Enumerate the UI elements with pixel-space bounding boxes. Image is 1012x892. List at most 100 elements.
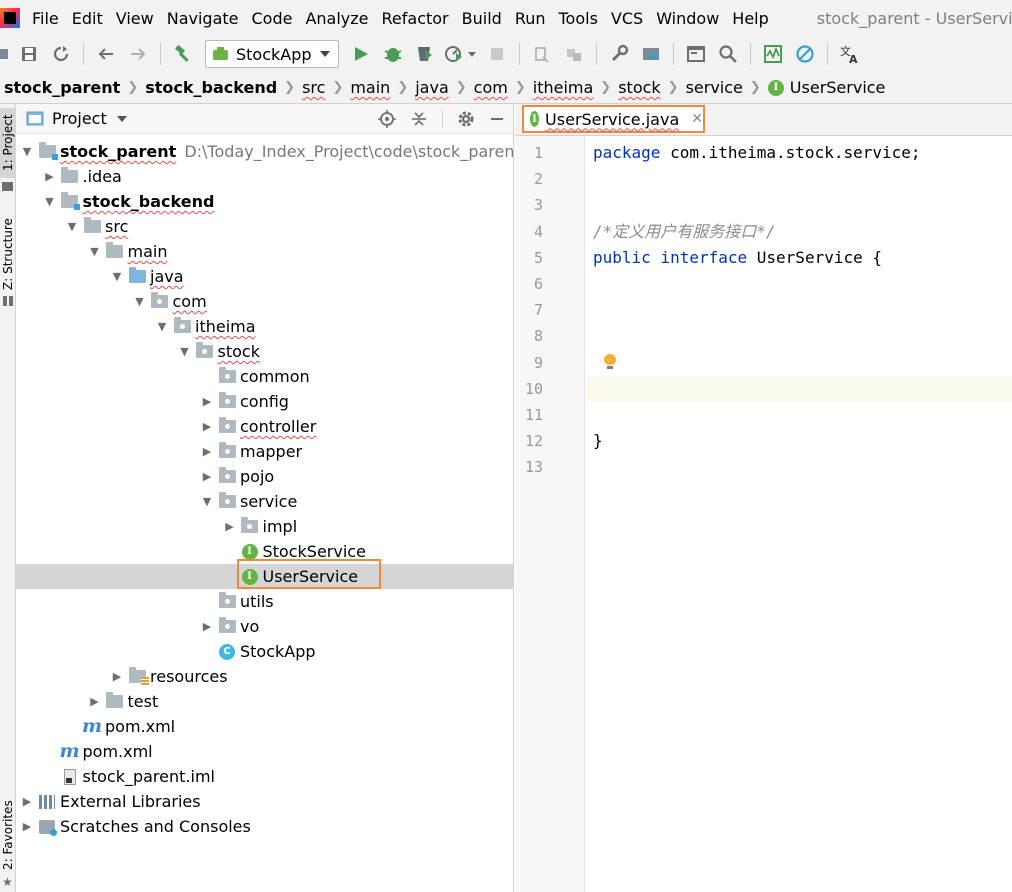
stop-icon[interactable] (484, 41, 510, 67)
code-line[interactable]: public interface UserService { (586, 245, 1012, 271)
collapsed-arrow-icon[interactable]: ▶ (225, 520, 234, 533)
menu-navigate[interactable]: Navigate (166, 8, 239, 28)
gear-icon[interactable] (457, 110, 475, 128)
expanded-arrow-icon[interactable]: ▼ (22, 145, 32, 158)
tree-item[interactable]: ▼src (16, 214, 513, 239)
collapsed-arrow-icon[interactable]: ▶ (45, 170, 54, 183)
expanded-arrow-icon[interactable]: ▼ (90, 245, 99, 258)
breadcrumb-item[interactable]: stock_parent (4, 78, 120, 97)
tree-item[interactable]: ▼com (16, 289, 513, 314)
tree-item[interactable]: ▼main (16, 239, 513, 264)
tree-item[interactable]: ▶.idea (16, 164, 513, 189)
code-line[interactable] (586, 454, 1012, 480)
tree-item[interactable]: ▼stock_backend (16, 189, 513, 214)
menu-window[interactable]: Window (656, 8, 720, 28)
expanded-arrow-icon[interactable]: ▼ (157, 320, 167, 333)
menu-build[interactable]: Build (461, 8, 502, 28)
project-structure-icon[interactable] (638, 41, 664, 67)
tree-item[interactable]: ▼stock (16, 339, 513, 364)
collapsed-arrow-icon[interactable]: ▶ (112, 670, 122, 683)
profile-icon[interactable] (444, 41, 478, 67)
code-area[interactable]: package com.itheima.stock.service; /*定义用户… (586, 136, 1012, 892)
tree-item[interactable]: ▼service (16, 489, 513, 514)
editor-tab-userservice[interactable]: I UserService.java ✕ (522, 105, 705, 133)
code-line[interactable] (586, 375, 1012, 402)
tree-item[interactable]: common (16, 364, 513, 389)
intention-lightbulb-icon[interactable] (604, 353, 616, 369)
tree-item[interactable]: ▶External Libraries (16, 789, 513, 814)
search-icon[interactable] (715, 41, 741, 67)
open-icon[interactable] (0, 41, 10, 67)
chevron-down-icon[interactable] (116, 115, 127, 123)
tree-item[interactable]: ▶test (16, 689, 513, 714)
debug-icon[interactable] (380, 41, 406, 67)
expanded-arrow-icon[interactable]: ▼ (45, 195, 54, 208)
breadcrumb-item[interactable]: main (350, 78, 390, 97)
code-line[interactable]: } (586, 428, 1012, 454)
tree-item[interactable]: ▶impl (16, 514, 513, 539)
breadcrumb-item[interactable]: itheima (533, 78, 594, 97)
settings-wrench-icon[interactable] (606, 41, 632, 67)
tree-item[interactable]: ▶Scratches and Consoles (16, 814, 513, 839)
expanded-arrow-icon[interactable]: ▼ (135, 295, 144, 308)
code-line[interactable] (586, 350, 1012, 376)
tool-tab-project[interactable]: 1: Project (0, 108, 16, 178)
forward-arrow-icon[interactable] (125, 41, 151, 67)
locate-target-icon[interactable] (378, 109, 396, 128)
menu-run[interactable]: Run (514, 8, 546, 28)
save-all-icon[interactable] (16, 41, 42, 67)
menu-view[interactable]: View (115, 8, 154, 28)
tree-item[interactable]: ▶mapper (16, 439, 513, 464)
collapsed-arrow-icon[interactable]: ▶ (22, 820, 32, 833)
run-icon[interactable] (348, 41, 374, 67)
code-line[interactable] (586, 323, 1012, 349)
build-hammer-icon[interactable] (170, 41, 196, 67)
breadcrumb-item[interactable]: service (686, 78, 743, 97)
collapse-all-icon[interactable] (410, 110, 428, 128)
expanded-arrow-icon[interactable]: ▼ (180, 345, 189, 358)
collapsed-arrow-icon[interactable]: ▶ (202, 395, 212, 408)
expanded-arrow-icon[interactable]: ▼ (202, 495, 212, 508)
tool-tab-structure[interactable]: Z: Structure (0, 216, 16, 292)
tool-tab-favorites[interactable]: 2: Favorites (0, 796, 16, 874)
tree-item[interactable]: stock_parent.iml (16, 764, 513, 789)
code-line[interactable] (586, 166, 1012, 192)
menu-file[interactable]: File (32, 8, 59, 28)
terminal-window-icon[interactable] (683, 41, 709, 67)
code-line[interactable]: package com.itheima.stock.service; (586, 140, 1012, 166)
code-line[interactable]: /*定义用户有服务接口*/ (586, 219, 1012, 245)
tree-item[interactable]: ▶pojo (16, 464, 513, 489)
menu-edit[interactable]: Edit (71, 8, 103, 28)
run-with-coverage-icon[interactable] (412, 41, 438, 67)
breadcrumb-item[interactable]: java (415, 78, 449, 97)
tree-item[interactable]: ▶vo (16, 614, 513, 639)
collapsed-arrow-icon[interactable]: ▶ (202, 445, 212, 458)
menu-analyze[interactable]: Analyze (305, 8, 369, 28)
collapsed-arrow-icon[interactable]: ▶ (202, 470, 212, 483)
hide-minimize-icon[interactable] (489, 111, 505, 127)
tree-item[interactable]: ▶config (16, 389, 513, 414)
statistic-monitor-icon[interactable] (760, 41, 786, 67)
code-line[interactable] (586, 271, 1012, 297)
code-line[interactable] (586, 297, 1012, 323)
code-line[interactable] (586, 192, 1012, 218)
run-configuration-select[interactable]: StockApp (205, 40, 339, 68)
code-line[interactable] (586, 402, 1012, 428)
attach-debugger-icon[interactable] (529, 41, 555, 67)
collapsed-arrow-icon[interactable]: ▶ (22, 795, 32, 808)
tree-item[interactable]: ▶resources (16, 664, 513, 689)
menu-tools[interactable]: Tools (558, 8, 598, 28)
back-arrow-icon[interactable] (93, 41, 119, 67)
synchronize-icon[interactable] (48, 41, 74, 67)
tree-item[interactable]: ▼java (16, 264, 513, 289)
breadcrumb-item[interactable]: src (302, 78, 325, 97)
menu-refactor[interactable]: Refactor (381, 8, 449, 28)
collapsed-arrow-icon[interactable]: ▶ (90, 695, 99, 708)
